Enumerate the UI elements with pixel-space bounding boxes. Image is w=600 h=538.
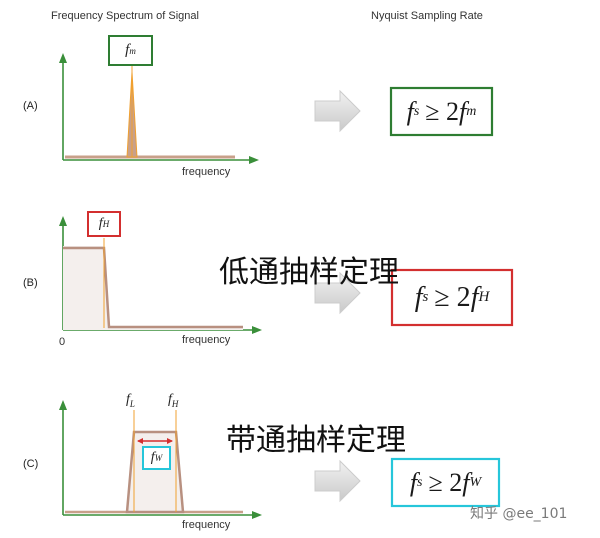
axis-label-a: frequency (182, 166, 231, 178)
arrow-b (314, 271, 361, 315)
y-axis-arrow-c (59, 400, 67, 410)
fl-label: fL (126, 392, 135, 409)
right-column-header: Nyquist Sampling Rate (371, 10, 483, 22)
formula-box-a (389, 86, 494, 137)
plot-b (59, 211, 262, 334)
lowpass-signal-b (63, 246, 243, 330)
origin-label-b: 0 (59, 336, 66, 348)
plot-a (59, 35, 259, 164)
x-axis-arrow-c (252, 511, 262, 519)
lowpass-theorem-title: 低通抽样定理 (219, 255, 399, 290)
arrow-a (314, 89, 361, 133)
left-column-header: Frequency Spectrum of Signal (51, 10, 199, 22)
row-label-b: (B) (23, 277, 38, 289)
fm-box (108, 35, 153, 66)
bandwidth-arrow-right (167, 438, 173, 444)
x-axis-arrow-b (252, 326, 262, 334)
row-label-a: (A) (23, 100, 38, 112)
axis-label-b: frequency (182, 334, 231, 346)
formula-box-c (390, 457, 501, 508)
y-axis-arrow-a (59, 53, 67, 63)
fw-box (142, 446, 171, 470)
lowpass-edge-b (63, 246, 243, 329)
formula-box-b (390, 268, 514, 327)
bandwidth-arrow-left (137, 438, 143, 444)
watermark: 知乎 @ee_101 (470, 506, 568, 522)
fh-box-b (87, 211, 121, 237)
plot-c (59, 400, 262, 519)
row-label-c: (C) (23, 458, 39, 470)
x-axis-arrow-a (249, 156, 259, 164)
fh-label-c: fH (168, 392, 179, 409)
arrow-c (314, 459, 361, 503)
bandpass-signal-c (125, 430, 185, 514)
axis-label-c: frequency (182, 519, 231, 531)
y-axis-arrow-b (59, 216, 67, 226)
bandpass-theorem-title: 带通抽样定理 (226, 423, 406, 458)
